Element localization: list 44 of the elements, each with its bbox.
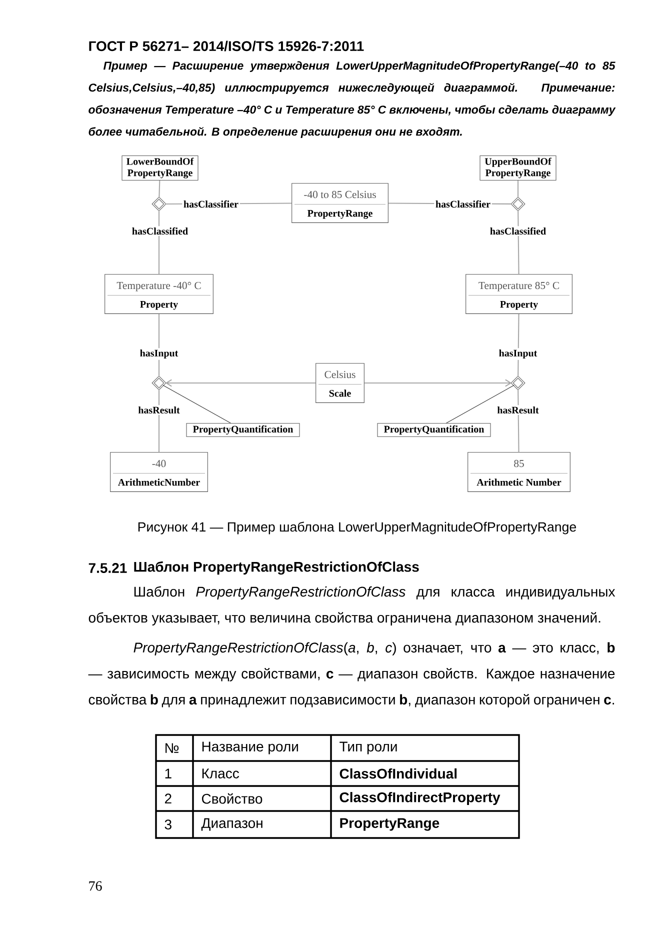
class-box: UpperBoundOf PropertyRange [480,155,556,181]
instance-box: 85 Arithmetic Number [468,452,570,492]
edge-label: hasClassified [488,226,548,236]
figure-caption: Рисунок 41 — Пример шаблона LowerUpperMagnitudeOfPropertyRange [138,522,576,534]
edge-label: hasInput [138,348,180,360]
edge-label: hasResult [496,405,540,415]
table-header-cell: Тип роли [340,742,397,754]
connector [517,180,519,198]
table-cell: 3 [164,820,172,830]
connector [158,180,160,198]
example-paragraph: Пример — Расширение утверждения LowerUpperMagnitudeOfPropertyRange(–40 to 85 Celsius,Celsius,–40,85) иллюстрируется нижеследующей диаграммой. Примечание: обозначения Temperature –40° C и Temperature 85° C включены, чтобы сделать диаграмму более читабельной. В определение расширения они не входят. [88,61,616,138]
section-heading: Шаблон PropertyRangeRestrictionOfClass [134,561,419,575]
edge-label: hasResult [136,405,182,415]
table-cell: Диапазон [201,818,262,831]
class-box: PropertyQuantification [377,423,491,437]
connector [446,384,514,424]
table-cell: PropertyRange [340,818,440,831]
table-cell: ClassOfIndividual [340,768,457,779]
table-cell: 1 [165,768,172,778]
section-number: 7.5.21 [88,563,127,573]
instance-box: -40 to 85 Celsius PropertyRange [292,183,388,223]
class-box: LowerBoundOf PropertyRange [122,155,198,181]
table-cell: Свойство [202,793,262,804]
edge-label: hasInput [498,348,539,360]
connector [364,379,512,387]
connector [165,379,316,387]
table-header-cell: № [166,743,179,753]
table-cell: 2 [164,794,172,804]
paragraph: PropertyRangeRestrictionOfClass(a, b, c) означает, что a — это класс, b — зависимость между свойствами, c — диапазон свойств. Каждое назначение свойства b для a принадлежит подзависимости b, диапазон которой ограничен c. [88,642,615,708]
instance-box: Temperature -40° C Property [104,274,214,314]
page-number: 76 [89,881,102,891]
class-box: PropertyQuantification [186,423,300,437]
connector [162,384,231,424]
table-header-cell: Название роли [202,742,298,754]
edge-label: hasClassifier [434,199,492,209]
table-cell: ClassOfIndirectProperty [340,792,500,806]
instance-box: -40 ArithmeticNumber [110,452,208,492]
table-cell: Класс [202,768,239,778]
edge-label: hasClassifier [182,199,240,209]
instance-box: Temperature 85° C Property [466,274,572,314]
edge-label: hasClassified [130,226,190,236]
instance-box: Celsius Scale [316,363,364,403]
paragraph: Шаблон PropertyRangeRestrictionOfClass для класса индивидуальных объектов указывает, что величина свойства ограничена диапазоном значений. [88,586,616,626]
header: ГОСТ Р 56271– 2014/ISO/TS 15926-7:2011 [89,40,364,52]
